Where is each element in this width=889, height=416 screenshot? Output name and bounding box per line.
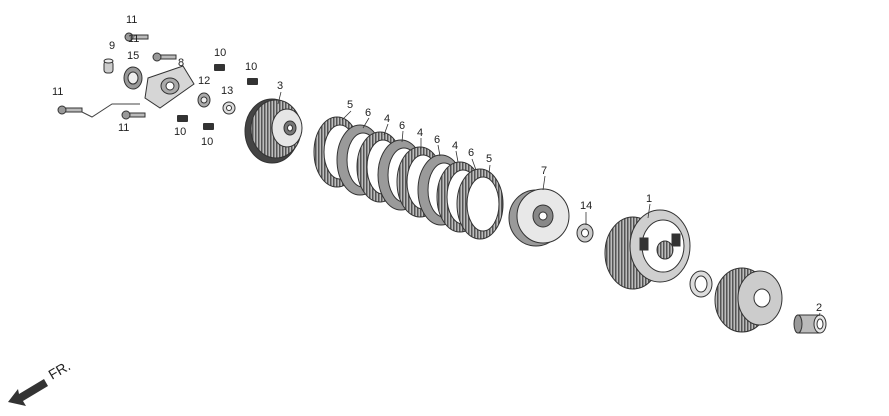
friction-disc-part-5-b bbox=[456, 168, 504, 240]
bolt-part-11-left bbox=[57, 105, 83, 115]
clutch-center-part-7 bbox=[508, 188, 570, 247]
callout-7: 7 bbox=[541, 165, 547, 177]
collar-part-2 bbox=[793, 314, 827, 334]
callout-10-a: 10 bbox=[214, 47, 226, 59]
front-direction-label: FR. bbox=[46, 357, 74, 382]
bolt-part-11-bottom bbox=[121, 110, 146, 120]
callout-1: 1 bbox=[646, 193, 652, 205]
callout-11-left: 11 bbox=[52, 86, 63, 98]
callout-6-a: 6 bbox=[365, 107, 371, 119]
bolt-part-11-mid bbox=[152, 52, 177, 62]
spring-part-10-d bbox=[203, 123, 214, 130]
nut-part-12 bbox=[197, 92, 211, 108]
callout-12: 12 bbox=[198, 75, 210, 87]
callout-13: 13 bbox=[221, 85, 233, 97]
callout-14: 14 bbox=[580, 200, 592, 212]
lifter-plate-part-8 bbox=[144, 65, 195, 109]
callout-10-c: 10 bbox=[174, 126, 186, 138]
spring-part-10-c bbox=[177, 115, 188, 122]
primary-drive-gear bbox=[714, 267, 783, 333]
callout-9: 9 bbox=[109, 40, 115, 52]
callout-6-d: 6 bbox=[468, 147, 474, 159]
callout-6-b: 6 bbox=[399, 120, 405, 132]
spring-part-10-b bbox=[247, 78, 258, 85]
pressure-plate-part-3 bbox=[244, 98, 303, 164]
thrust-washer bbox=[689, 270, 713, 298]
callout-10-d: 10 bbox=[201, 136, 213, 148]
bolt-part-11-top bbox=[124, 32, 149, 42]
clutch-outer-part-1 bbox=[604, 209, 691, 290]
spring-part-10-a bbox=[214, 64, 225, 71]
callout-2: 2 bbox=[816, 302, 822, 314]
callout-4-a: 4 bbox=[384, 113, 390, 125]
bolt-leader-line bbox=[81, 103, 140, 118]
pin-part-9 bbox=[103, 58, 114, 74]
callout-11-bottom: 11 bbox=[118, 122, 129, 134]
washer-part-13 bbox=[222, 101, 236, 115]
washer-part-14 bbox=[576, 223, 594, 243]
callout-3: 3 bbox=[277, 80, 283, 92]
callout-5-a: 5 bbox=[347, 99, 353, 111]
callout-15: 15 bbox=[127, 50, 139, 62]
callout-10-b: 10 bbox=[245, 61, 257, 73]
callout-11-top: 11 bbox=[126, 14, 137, 26]
callout-4-c: 4 bbox=[452, 140, 458, 152]
callout-5-b: 5 bbox=[486, 153, 492, 165]
callout-leaders bbox=[277, 91, 821, 317]
callout-8: 8 bbox=[178, 57, 184, 69]
callout-11-mid: 11 bbox=[128, 33, 139, 45]
callout-6-c: 6 bbox=[434, 134, 440, 146]
front-direction-arrow-icon bbox=[8, 379, 48, 406]
bearing-part-15 bbox=[123, 66, 143, 90]
callout-4-b: 4 bbox=[417, 127, 423, 139]
